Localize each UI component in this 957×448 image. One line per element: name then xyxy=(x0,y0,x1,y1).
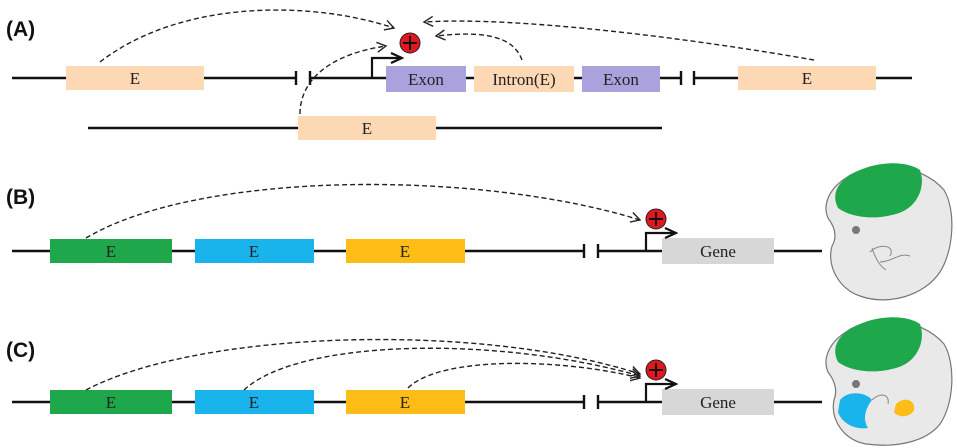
panel-b: (B) E E E Gene xyxy=(6,163,953,301)
interaction-arc xyxy=(407,362,642,389)
enhancer-box-orange xyxy=(346,239,465,263)
activator-icon xyxy=(645,359,667,381)
enhancer-box-blue xyxy=(195,239,314,263)
activator-icon xyxy=(399,32,421,54)
activator-icon xyxy=(645,208,667,230)
panel-c-label: (C) xyxy=(6,339,35,362)
interaction-arc xyxy=(85,183,642,239)
tss-arrow-icon xyxy=(644,233,676,251)
enhancer-label: E xyxy=(106,242,116,261)
gene-label: Gene xyxy=(700,242,736,261)
enhancer-label: E xyxy=(249,393,259,412)
enhancer-label: E xyxy=(106,393,116,412)
embryo-icon xyxy=(825,163,953,301)
exon-box xyxy=(582,66,660,92)
enhancer-label: E xyxy=(130,69,140,88)
panel-c: (C) E E E Gene xyxy=(6,317,953,446)
panel-a: (A) E Exon Intron(E) Exon E E xyxy=(6,9,912,140)
intron-label: Intron(E) xyxy=(492,70,555,89)
interaction-arc xyxy=(434,29,523,61)
enhancer-box-green xyxy=(50,390,172,414)
interaction-arc xyxy=(422,15,815,61)
exon-label: Exon xyxy=(603,70,639,89)
enhancer-box xyxy=(298,116,436,140)
panel-a-label: (A) xyxy=(6,18,35,41)
intron-enhancer-box xyxy=(474,66,574,92)
gene-label: Gene xyxy=(700,393,736,412)
enhancer-label: E xyxy=(400,242,410,261)
enhancer-box-blue xyxy=(195,390,314,414)
enhancer-box-green xyxy=(50,239,172,263)
gene-box xyxy=(662,238,774,264)
gene-box xyxy=(662,389,774,415)
interaction-arc xyxy=(299,41,388,115)
enhancer-label: E xyxy=(362,119,372,138)
enhancer-box-orange xyxy=(346,390,465,414)
interaction-arc xyxy=(85,338,642,391)
enhancer-label: E xyxy=(249,242,259,261)
enhancer-label: E xyxy=(400,393,410,412)
exon-box xyxy=(386,66,466,92)
embryo-icon xyxy=(825,317,953,446)
enhancer-box xyxy=(738,66,876,90)
panel-b-label: (B) xyxy=(6,186,35,209)
enhancer-box xyxy=(66,66,204,90)
interaction-arc xyxy=(243,347,642,391)
tss-arrow-icon xyxy=(370,58,402,78)
exon-label: Exon xyxy=(408,70,444,89)
tss-arrow-icon xyxy=(644,384,676,402)
interaction-arc xyxy=(99,9,396,63)
enhancer-label: E xyxy=(802,69,812,88)
